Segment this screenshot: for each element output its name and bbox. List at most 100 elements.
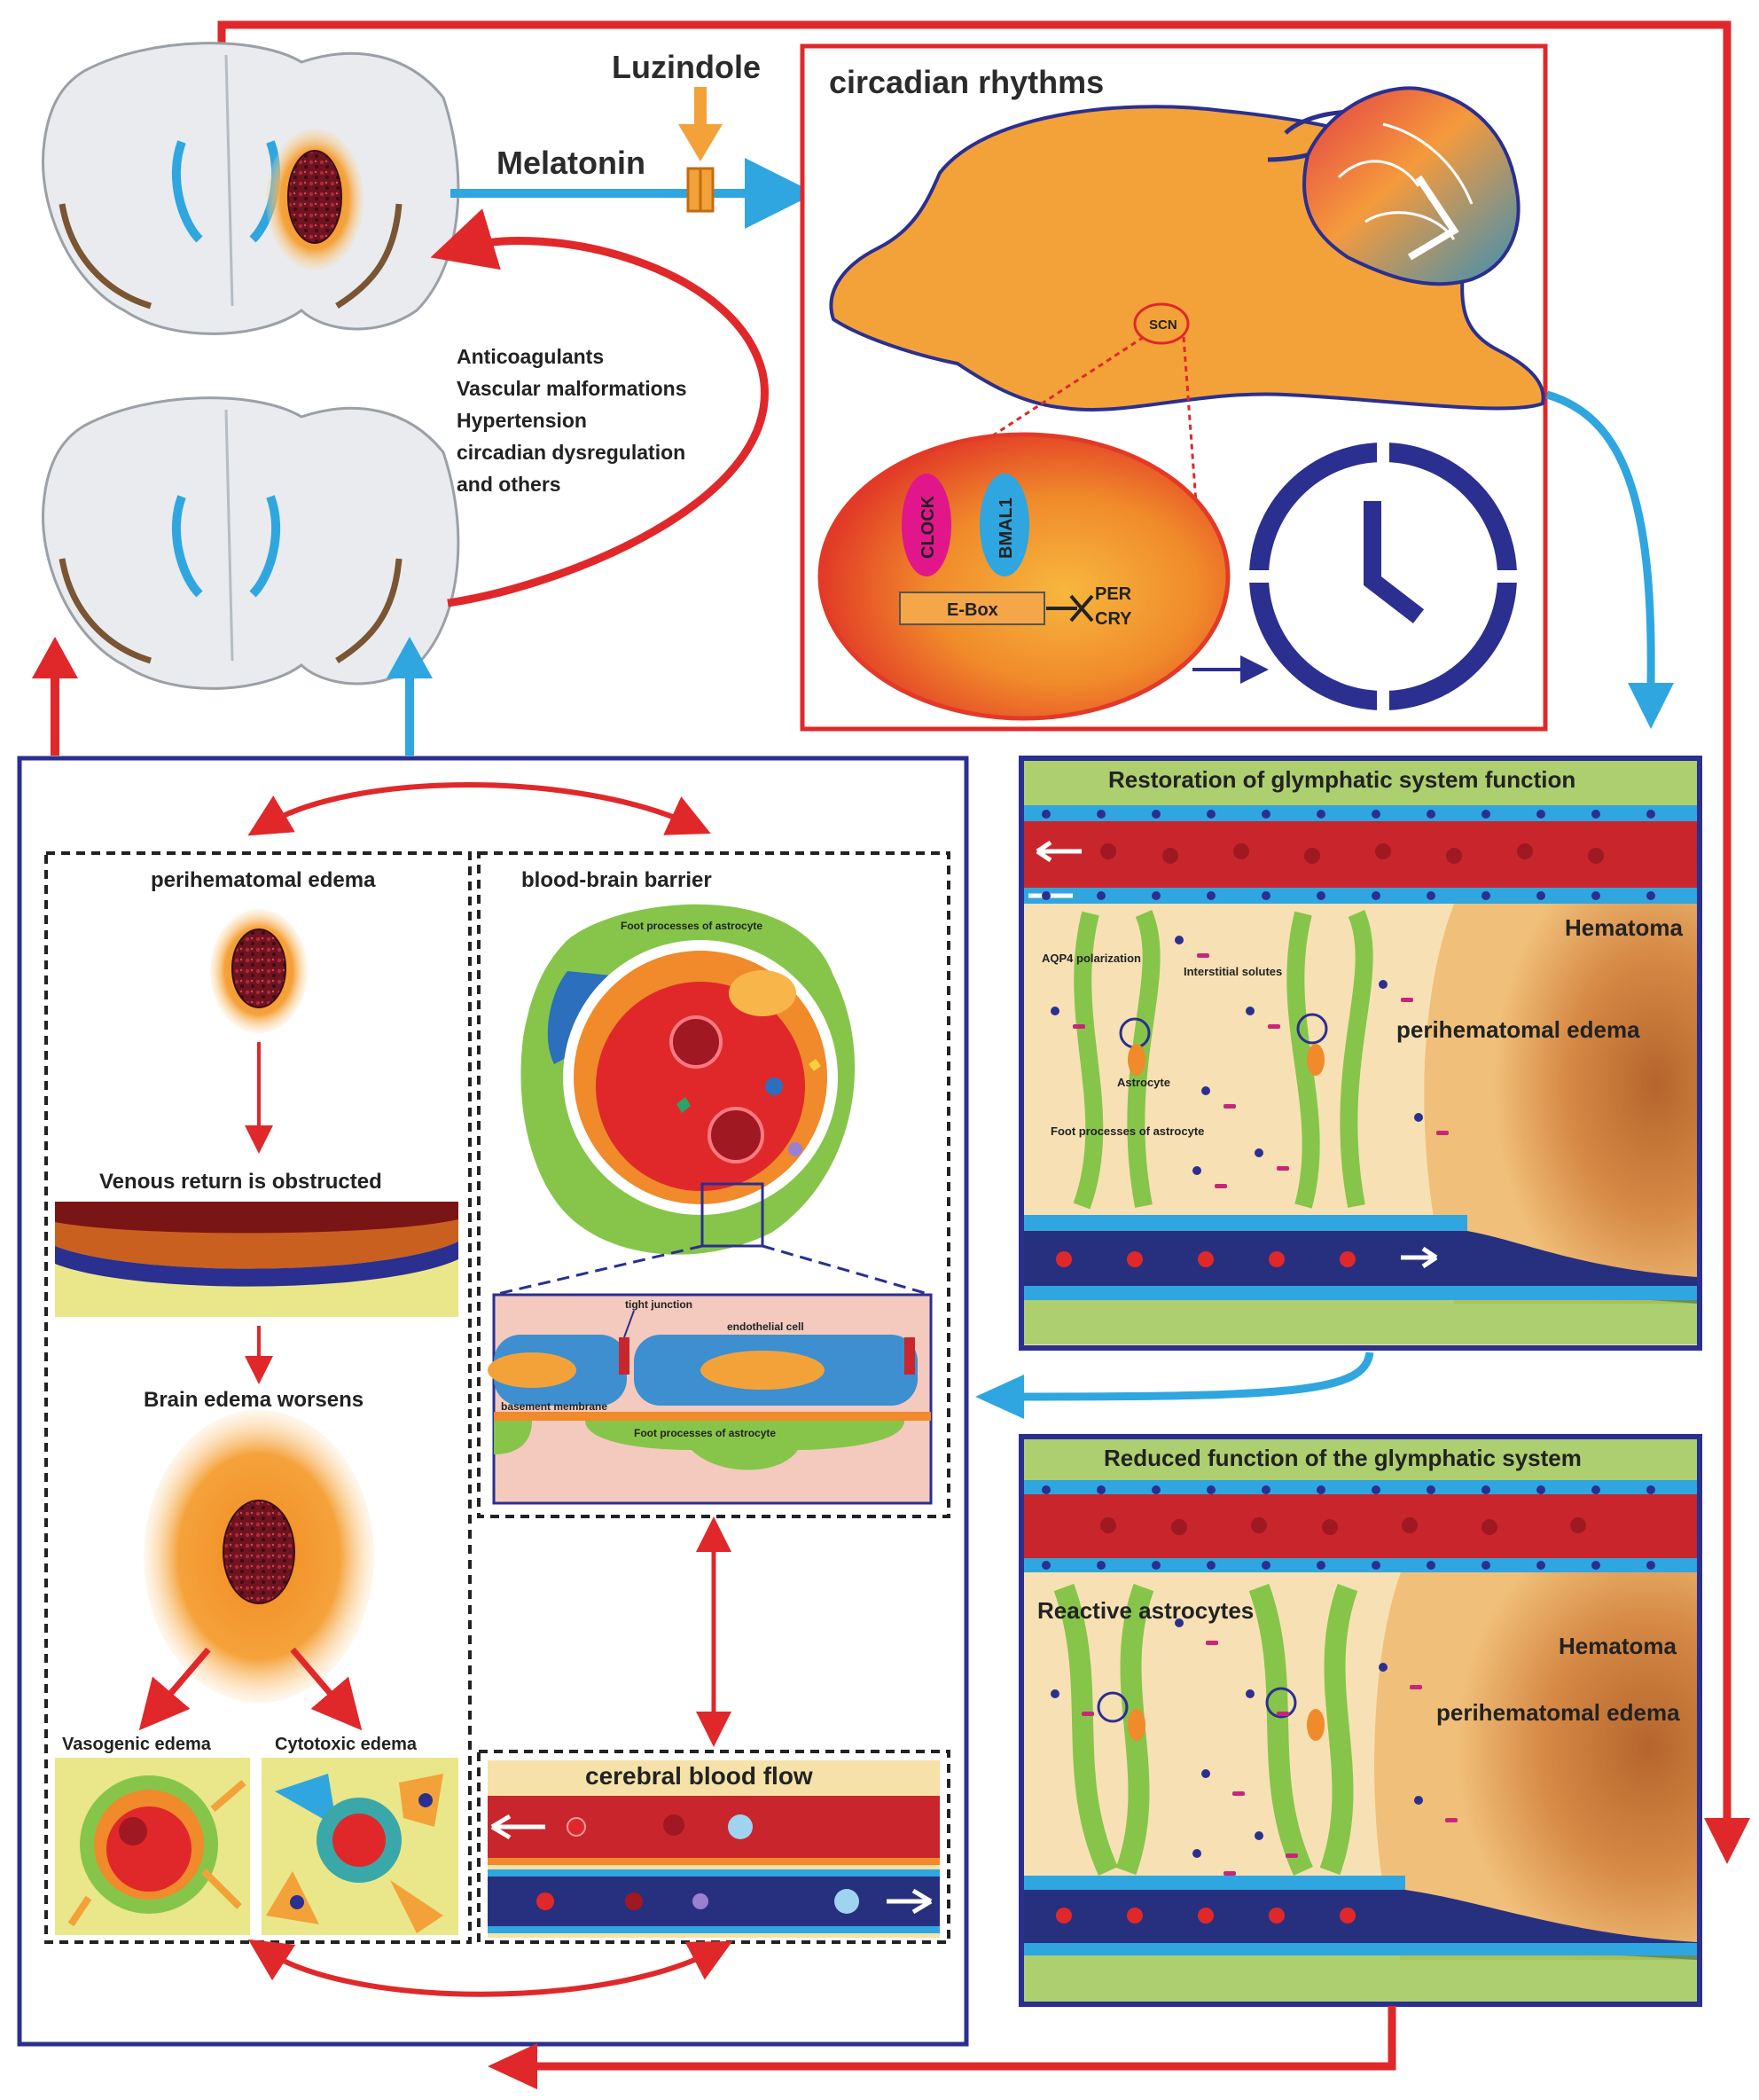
scn-label: SCN <box>1149 317 1177 333</box>
blood-cell <box>1446 848 1462 864</box>
foot-processes-label-bottom: Foot processes of astrocyte <box>634 1427 776 1439</box>
venous-title: Venous return is obstructed <box>99 1170 382 1194</box>
aqp4-dot <box>1152 1561 1161 1570</box>
aqp4-dot <box>1536 810 1545 819</box>
ebox-label: E-Box <box>947 600 998 620</box>
venous-vessel-image <box>55 1202 458 1317</box>
aqp4-dot <box>1536 1485 1545 1494</box>
glymphatic-to-bbb-arrow <box>1019 1352 1374 1401</box>
bbb-panel <box>477 851 950 1518</box>
solute-dash <box>1410 1685 1422 1689</box>
aqp4-dot <box>1317 1485 1325 1494</box>
blood-cell <box>1198 1251 1214 1267</box>
bmal1-label: BMAL1 <box>997 498 1016 559</box>
bbb-title: blood-brain barrier <box>521 868 712 892</box>
aqp4-dot <box>1536 1561 1545 1570</box>
basement-membrane-label: basement membrane <box>501 1400 607 1413</box>
astrocyte-label: Astrocyte <box>1117 1076 1170 1089</box>
interstitial-label: Interstitial solutes <box>1184 965 1282 978</box>
aqp4-dot <box>1207 891 1216 900</box>
glymph-bottom-edema: perihematomal edema <box>1436 1699 1680 1726</box>
solute-dot <box>1379 980 1388 989</box>
aqp4-dot <box>1646 1561 1655 1570</box>
melatonin-label: Melatonin <box>496 145 645 181</box>
solute-dot <box>1201 1769 1210 1778</box>
aqp4-dot <box>1591 1561 1600 1570</box>
aqp4-dot <box>1481 1485 1490 1494</box>
aqp4-dot <box>1097 891 1106 900</box>
solute-dash <box>1401 998 1413 1002</box>
solute-dot <box>1192 1849 1201 1858</box>
solute-dash <box>1073 1024 1085 1029</box>
reactive-astrocytes-label: Reactive astrocytes <box>1037 1597 1254 1624</box>
solute-dot <box>1175 936 1184 944</box>
vasogenic-image <box>55 1758 250 1935</box>
aqp4-dot <box>1152 891 1161 900</box>
clock-label: CLOCK <box>919 495 938 559</box>
aqp4-dot <box>1317 891 1325 900</box>
aqp4-dot <box>1646 1485 1655 1494</box>
scn-node <box>1133 302 1190 345</box>
cry-label: CRY <box>1095 609 1132 629</box>
aqp4-dot <box>1262 1485 1270 1494</box>
risk-factor-4: and others <box>457 473 561 496</box>
top-feedback-arrowhead <box>1704 1818 1750 1864</box>
aqp4-dot <box>1536 891 1545 900</box>
aqp4-dot <box>1207 1485 1216 1494</box>
solute-dot <box>1201 1086 1210 1095</box>
solute-dot <box>1414 1113 1423 1122</box>
aqp4-dot <box>1427 810 1435 819</box>
sagittal-brain <box>829 86 1545 411</box>
cbf-title: cerebral blood flow <box>585 1762 813 1790</box>
foot-label: Foot processes of astrocyte <box>1051 1124 1204 1138</box>
blood-cell <box>1517 843 1533 859</box>
aqp4-dot <box>1042 891 1051 900</box>
aqp4-dot <box>1097 810 1106 819</box>
solute-dash <box>1232 1791 1245 1796</box>
blood-cell <box>1127 1908 1143 1924</box>
aqp4-dot <box>1427 891 1435 900</box>
solute-dot <box>1246 1689 1255 1698</box>
solute-dash <box>1436 1131 1449 1135</box>
aqp4-dot <box>1372 1561 1380 1570</box>
bbb-zoom-detail <box>488 1293 933 1505</box>
aqp4-dot <box>1646 810 1655 819</box>
aqp4-dot <box>1591 891 1600 900</box>
solute-dot <box>1192 1166 1201 1175</box>
aqp4-dot <box>1097 1561 1106 1570</box>
aqp4-dot <box>1372 1485 1380 1494</box>
glymphatic-reduced-panel <box>1019 1434 1702 2007</box>
bidirectional-arrow-bottom <box>247 1939 733 1997</box>
blood-cell <box>1127 1251 1143 1267</box>
glymph-top-hematoma: Hematoma <box>1565 914 1683 941</box>
solute-dot <box>1246 1007 1255 1015</box>
solute-dash <box>1082 1712 1094 1716</box>
glymph-top-title: Restoration of glymphatic system functio… <box>1108 766 1575 793</box>
scn-zoom <box>817 432 1231 721</box>
aqp4-dot <box>1207 810 1216 819</box>
per-label: PER <box>1095 584 1132 604</box>
blood-cell <box>1375 843 1391 859</box>
aqp4-dot <box>1207 1561 1216 1570</box>
solute-dash <box>1286 1853 1298 1858</box>
solute-dash <box>1223 1104 1236 1109</box>
blood-cell <box>1269 1908 1285 1924</box>
brain-edema-title: Brain edema worsens <box>144 1388 364 1412</box>
aqp4-dot <box>1591 810 1600 819</box>
solute-dot <box>1255 1148 1263 1157</box>
vasogenic-title: Vasogenic edema <box>62 1735 212 1754</box>
blood-cell <box>1340 1908 1356 1924</box>
aqp4-dot <box>1372 891 1380 900</box>
aqp4-dot <box>1042 1485 1051 1494</box>
solute-dash <box>1206 1641 1218 1645</box>
bbb-vessel-cross-section <box>520 904 856 1255</box>
blood-cell <box>1340 1251 1356 1267</box>
solute-dot <box>1175 1618 1184 1627</box>
bmal1-protein <box>980 474 1029 576</box>
ebox-element <box>899 592 1045 625</box>
aqp4-dot <box>1372 810 1380 819</box>
risk-factors: Anticoagulants Vascular malformations Hy… <box>457 345 687 496</box>
blood-cell <box>1198 1908 1214 1924</box>
blood-cell <box>1233 843 1249 859</box>
